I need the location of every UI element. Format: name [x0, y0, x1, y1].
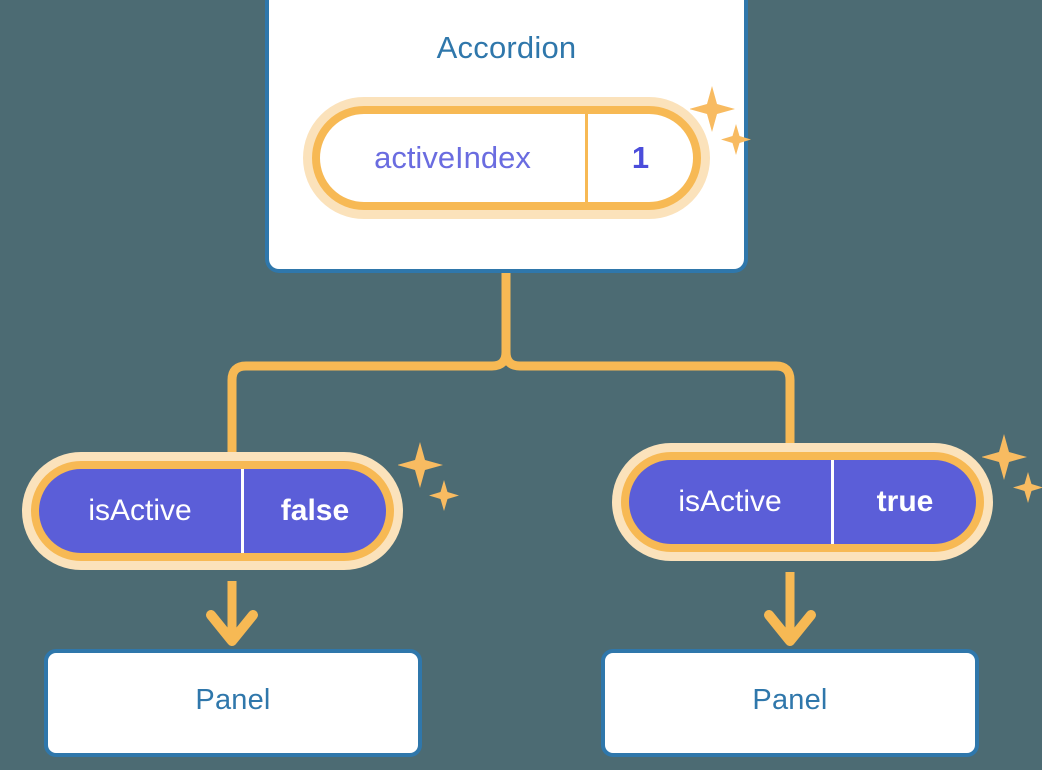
state-pill-active-index[interactable]: activeIndex 1	[312, 106, 701, 210]
state-pill-value: true	[831, 460, 976, 544]
state-pill-value: 1	[585, 114, 693, 202]
sparkle-icon	[982, 434, 1042, 503]
component-title: Panel	[195, 684, 271, 716]
sparkle-small	[1013, 472, 1042, 503]
state-pill-is-active-false[interactable]: isActive false	[31, 461, 394, 561]
state-pill-key: activeIndex	[374, 140, 531, 175]
sparkle-large	[982, 434, 1027, 480]
state-pill-value: false	[241, 469, 386, 553]
connector-branch-right	[501, 347, 795, 460]
component-title: Accordion	[436, 30, 577, 65]
component-title: Panel	[752, 684, 828, 716]
state-pill-key: isActive	[88, 494, 192, 527]
component-card-panel-left[interactable]: Panel	[44, 649, 422, 757]
state-pill-key: isActive	[678, 485, 782, 518]
component-card-panel-right[interactable]: Panel	[601, 649, 979, 757]
arrow-down-icon-left	[206, 581, 258, 646]
arrow-down-icon-right	[764, 572, 816, 646]
sparkle-icon	[398, 442, 459, 511]
sparkle-large	[398, 442, 443, 488]
sparkle-small	[429, 480, 459, 511]
connector-branch-left	[227, 347, 511, 467]
state-pill-is-active-true[interactable]: isActive true	[621, 452, 984, 552]
